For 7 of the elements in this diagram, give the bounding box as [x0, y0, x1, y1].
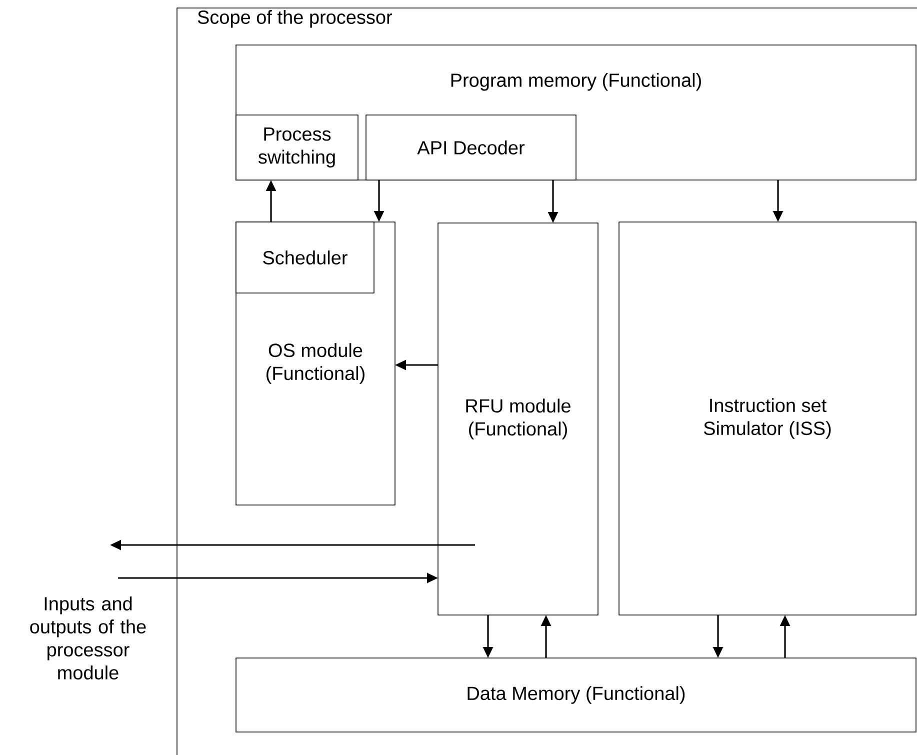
module-box: API Decoder	[366, 114, 576, 180]
module-box: Scheduler	[236, 222, 374, 294]
module-box: Instruction set Simulator (ISS)	[618, 222, 916, 616]
module-box: RFU module (Functional)	[438, 222, 598, 616]
memory-box: Data Memory (Functional)	[236, 658, 916, 732]
note-text: Inputs and outputs of the processor module	[30, 596, 146, 680]
module-box: Process switching	[236, 114, 358, 180]
